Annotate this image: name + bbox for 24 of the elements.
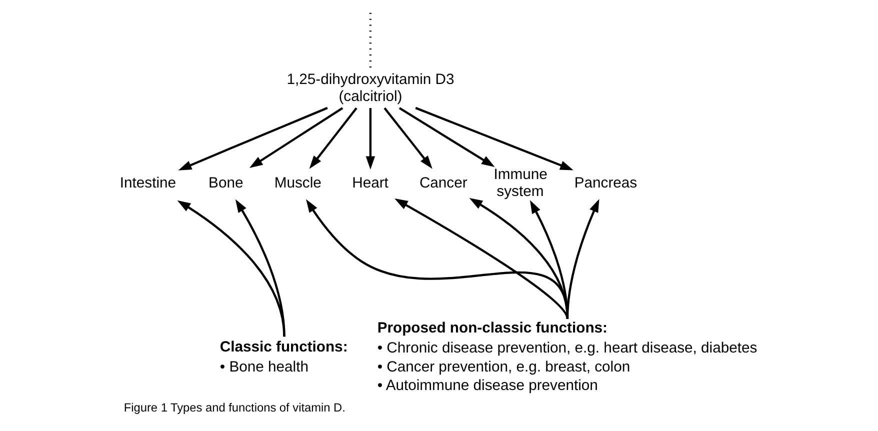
arrow bbox=[306, 199, 568, 319]
node-text: Proposed non-classic functions: • Chronic disease prevention, e.g. heart disease, diabetes • Cancer prevention, e.g. breast, colon • Autoimmune disease prevention bbox=[376, 320, 757, 394]
arrow bbox=[398, 107, 494, 168]
arrow bbox=[234, 199, 285, 337]
caption: Figure 1 Types and functions of vitamin D. bbox=[123, 400, 345, 415]
arrow bbox=[383, 107, 432, 169]
node-text: Cancer bbox=[418, 176, 467, 192]
node-text: Classic functions: • Bone health bbox=[219, 340, 348, 376]
node-text: 1,25-dihydroxyvitamin D3 (calcitriol) bbox=[286, 72, 454, 105]
arrow bbox=[414, 106, 573, 170]
node-text: Pancreas bbox=[574, 176, 637, 192]
arrow bbox=[566, 199, 599, 319]
node-text: Heart bbox=[352, 176, 388, 192]
node-text: Muscle bbox=[274, 176, 321, 192]
arrow bbox=[365, 108, 375, 170]
arrow bbox=[178, 106, 328, 170]
node-text: Intestine bbox=[119, 176, 176, 192]
arrow bbox=[468, 198, 568, 319]
node-text: Immune system bbox=[493, 167, 547, 200]
arrow bbox=[248, 107, 343, 168]
arrow bbox=[394, 198, 568, 320]
arrow bbox=[308, 107, 357, 169]
node-text: Bone bbox=[208, 176, 243, 192]
arrow bbox=[176, 200, 285, 337]
